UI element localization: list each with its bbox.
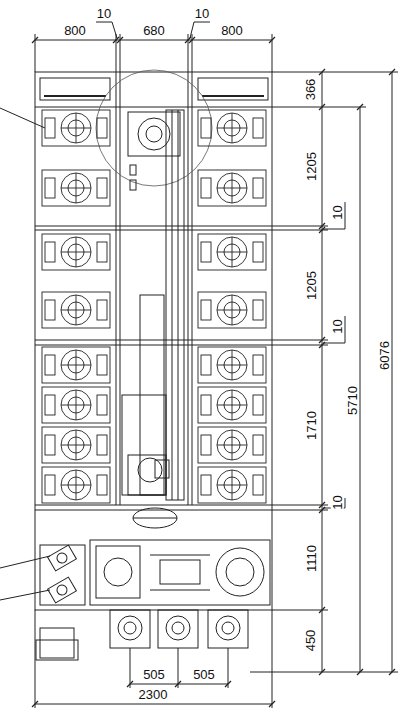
pump-unit	[198, 234, 266, 270]
extension-lines	[35, 610, 272, 708]
pump-unit	[42, 170, 110, 206]
frame-outline	[35, 72, 272, 610]
pump-unit	[42, 467, 110, 503]
pump-unit	[198, 427, 266, 463]
leader-lines	[0, 108, 50, 600]
dimension-label: 1205	[304, 270, 317, 301]
dimension-label: 800	[63, 24, 87, 37]
top-panel	[40, 78, 110, 100]
dimension-label: 5710	[345, 385, 358, 416]
pump-unit	[42, 110, 110, 146]
dimension-line	[35, 704, 272, 705]
pump-unit	[198, 292, 266, 328]
pump-unit	[42, 427, 110, 463]
dimension-line	[392, 72, 393, 672]
base-machine	[90, 540, 270, 605]
dimension-label: 1110	[305, 544, 318, 573]
pump-unit	[198, 467, 266, 503]
dimension-label: 2300	[138, 688, 169, 701]
dimension-ticks	[319, 69, 395, 675]
pump-units	[42, 110, 266, 503]
dimension-label: 10	[331, 204, 344, 220]
dimension-label: 800	[220, 24, 244, 37]
dimension-label: 450	[304, 628, 317, 652]
gripper	[133, 508, 177, 528]
dimension-label: 6076	[377, 340, 390, 371]
dimension-label: 10	[331, 494, 344, 510]
pump-unit	[198, 170, 266, 206]
dimension-line	[360, 107, 361, 672]
pump-unit	[198, 110, 266, 146]
pump-unit	[42, 387, 110, 423]
pump-unit	[198, 387, 266, 423]
linear-rail	[166, 110, 184, 500]
side-cabinet	[40, 545, 85, 605]
dimension-label: 10	[194, 7, 210, 20]
extension-lines	[35, 34, 272, 72]
dimension-label: 10	[96, 7, 112, 20]
dimension-line	[35, 40, 272, 41]
extension-lines	[250, 72, 398, 672]
dimension-label: 680	[142, 24, 166, 37]
pump-unit	[42, 234, 110, 270]
dimension-label: 505	[142, 668, 166, 681]
bottom-unit	[110, 610, 248, 648]
dimension-label: 505	[192, 668, 216, 681]
top-panel	[198, 78, 268, 100]
pump-unit	[198, 347, 266, 383]
reach-circle	[96, 70, 212, 186]
dimension-label: 1710	[304, 410, 317, 441]
pump-unit	[42, 292, 110, 328]
dimension-label: 366	[304, 77, 317, 101]
leader-lines	[96, 22, 210, 38]
control-box	[40, 628, 74, 658]
dimension-line	[322, 72, 323, 672]
dimension-ticks	[32, 37, 275, 43]
dimension-label: 10	[331, 318, 344, 334]
leader-lines	[323, 202, 345, 508]
dimension-label: 1205	[304, 151, 317, 182]
pump-unit	[42, 347, 110, 383]
